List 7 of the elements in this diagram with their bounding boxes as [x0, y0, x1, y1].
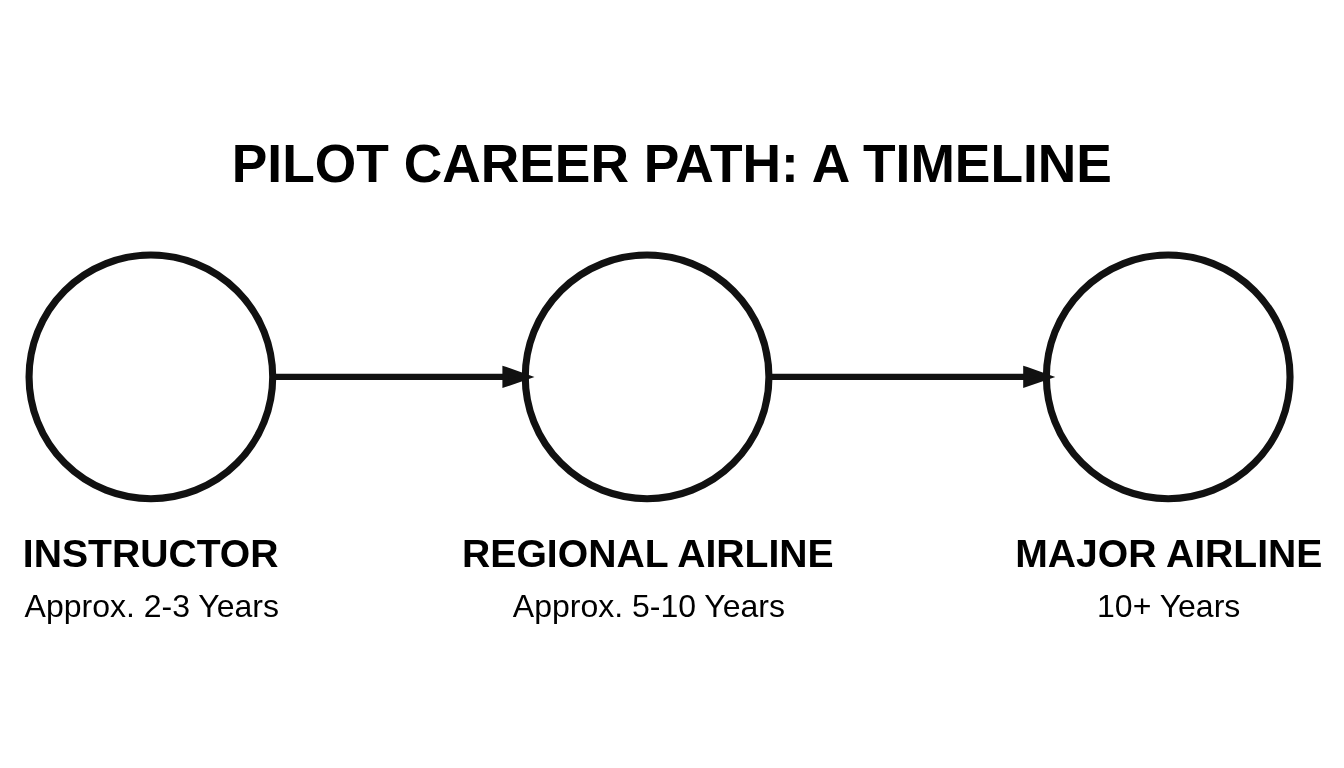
node-label: Approx. 2-3 Years — [24, 587, 279, 624]
node-label: MAJOR AIRLINE — [1015, 532, 1323, 576]
node-label: REGIONAL AIRLINE — [462, 532, 834, 576]
diagram-title: PILOT CAREER PATH: A TIMELINE — [231, 134, 1112, 194]
node-label: Approx. 5-10 Years — [512, 587, 786, 624]
node-label: INSTRUCTOR — [22, 532, 279, 576]
node-label: 10+ Years — [1097, 587, 1241, 624]
